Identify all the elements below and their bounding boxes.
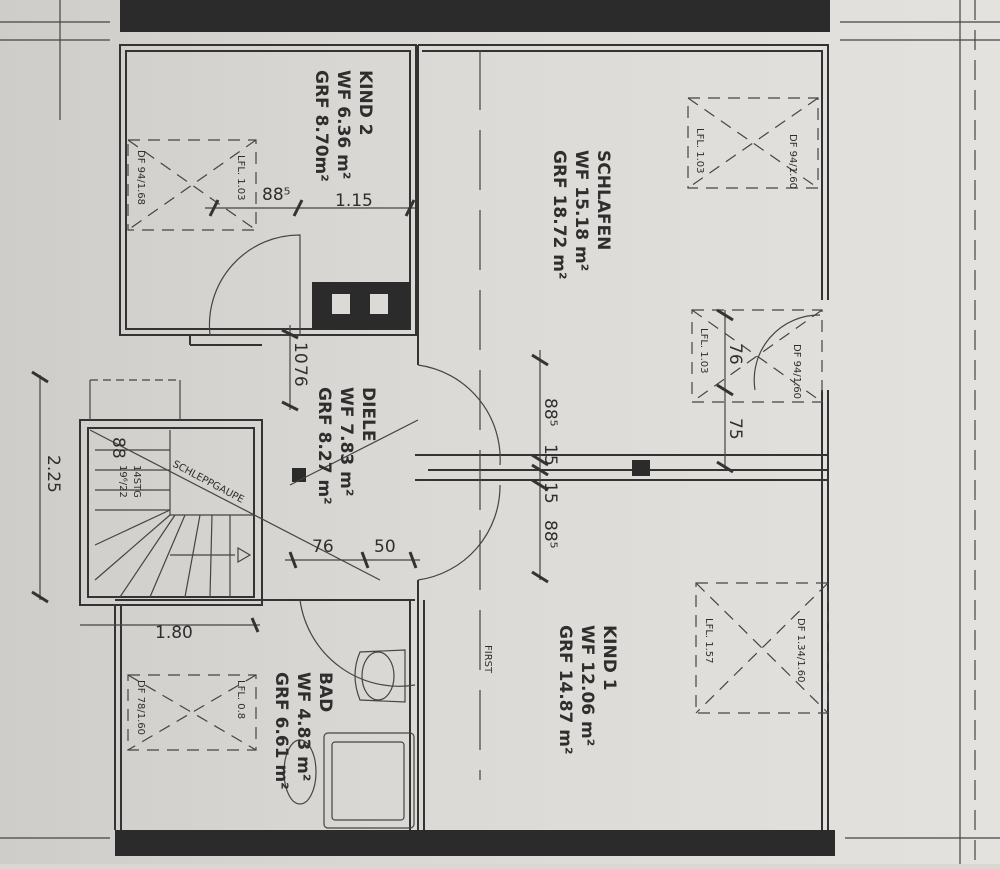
stair xyxy=(89,379,381,598)
window-bad: DF 78/1.60 LFL. 0.8 xyxy=(135,680,246,735)
room-wf: WF 12.06 m² xyxy=(577,625,597,746)
window-df: DF 1.34/1.60 xyxy=(795,618,806,683)
dim-label: 75 xyxy=(725,418,745,440)
dim-label: 88 xyxy=(108,437,128,459)
window-kind2: DF 94/1.68 LFL. 1.03 xyxy=(135,150,246,205)
room-grf: GRF 18.72 m² xyxy=(549,150,569,279)
dim-label: 1.15 xyxy=(335,191,373,211)
window-df: DF 94/1.60 xyxy=(791,344,802,399)
window-lfl: LFL. 1.03 xyxy=(235,155,246,201)
window-lfl: LFL. 1.03 xyxy=(698,328,709,374)
window-df: DF 78/1.60 xyxy=(135,680,146,735)
dim-label: 50 xyxy=(374,537,396,557)
dim-label: 76 xyxy=(725,343,745,365)
stair-rise: 19⁶/22 xyxy=(117,465,128,498)
room-wf: WF 7.83 m² xyxy=(336,387,356,496)
dim-label: 76 xyxy=(290,365,310,387)
room-schlafen: SCHLAFEN WF 15.18 m² GRF 18.72 m² xyxy=(549,150,613,279)
window-lfl: LFL. 1.57 xyxy=(703,618,714,664)
dim-label: 88⁵ xyxy=(540,520,560,548)
dim-label: 2.25 xyxy=(43,455,63,493)
bottom-wall-bar xyxy=(115,830,835,856)
window-lfl: LFL. 0.8 xyxy=(235,680,246,719)
dim-label: 76 xyxy=(312,537,334,557)
room-kind1: KIND 1 WF 12.06 m² GRF 14.87 m² xyxy=(555,625,619,754)
room-name: KIND 1 xyxy=(599,625,619,691)
room-grf: GRF 6.61 m² xyxy=(271,672,291,790)
windows xyxy=(127,97,829,751)
room-name: BAD xyxy=(315,672,335,712)
chimney xyxy=(312,282,410,330)
dim-label: 10 xyxy=(290,342,310,364)
walls xyxy=(79,44,829,830)
dim-label: 1.80 xyxy=(155,623,193,643)
dormer-label: SCHLEPPGAUPE xyxy=(171,459,246,506)
dim-label: 15 xyxy=(540,482,560,504)
dimension-ticks xyxy=(31,199,734,633)
room-name: KIND 2 xyxy=(355,70,375,136)
room-wf: WF 6.36 m² xyxy=(333,70,353,179)
ridge-label: FIRST xyxy=(482,645,493,674)
window-df: DF 94/1.60 xyxy=(787,134,798,189)
room-name: SCHLAFEN xyxy=(593,150,613,250)
room-grf: GRF 14.87 m² xyxy=(555,625,575,754)
doors[interactable] xyxy=(208,234,821,687)
window-schlafen-mid: DF 94/1.60 LFL. 1.03 xyxy=(698,328,802,399)
window-df: DF 94/1.68 xyxy=(135,150,146,205)
room-name: DIELE xyxy=(358,387,378,442)
dim-label: 88⁵ xyxy=(262,185,290,205)
post xyxy=(632,460,650,476)
stair-steps: 14STG xyxy=(131,465,142,498)
dim-label: 88⁵ xyxy=(540,398,560,426)
dim-label: 15 xyxy=(540,444,560,466)
room-grf: GRF 8.27 m² xyxy=(314,387,334,505)
room-wf: WF 15.18 m² xyxy=(571,150,591,271)
bath-fixtures xyxy=(283,649,415,829)
window-lfl: LFL. 1.03 xyxy=(694,128,705,174)
window-kind1: DF 1.34/1.60 LFL. 1.57 xyxy=(703,618,806,683)
room-diele: DIELE WF 7.83 m² GRF 8.27 m² xyxy=(314,387,378,505)
room-grf: GRF 8.70m² xyxy=(311,70,331,182)
room-bad: BAD WF 4.83 m² GRF 6.61 m² xyxy=(271,672,335,790)
dormer-line xyxy=(289,419,419,486)
window-schlafen-top: DF 94/1.60 LFL. 1.03 xyxy=(694,128,798,189)
room-kind2: KIND 2 WF 6.36 m² GRF 8.70m² xyxy=(311,70,375,182)
room-wf: WF 4.83 m² xyxy=(293,672,313,781)
dimension-lines xyxy=(39,50,726,780)
top-wall-bar xyxy=(120,0,830,32)
